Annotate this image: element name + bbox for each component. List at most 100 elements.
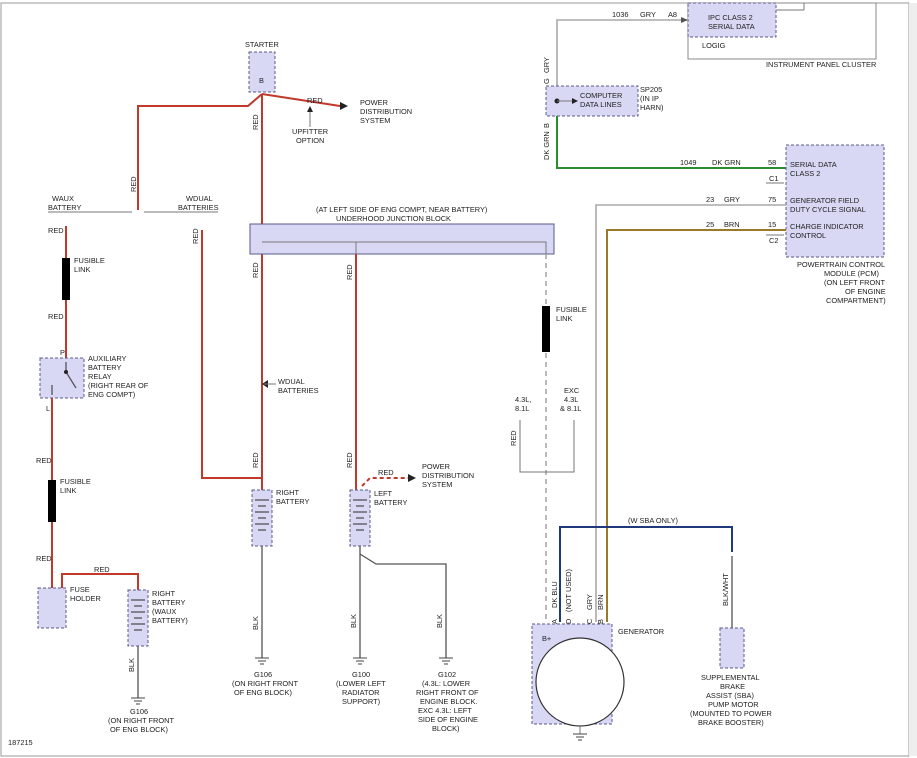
pcm-title-l1: POWERTRAIN CONTROL bbox=[797, 260, 885, 269]
underhood-junction-block: (AT LEFT SIDE OF ENG COMPT, NEAR BATTERY… bbox=[249, 205, 555, 255]
aux-gnd-l1: (ON RIGHT FRONT bbox=[108, 716, 174, 725]
ground-g106-rb-icon bbox=[255, 657, 269, 665]
gen-bplus: B+ bbox=[542, 634, 551, 643]
splice-wire-top: GRY bbox=[542, 57, 551, 73]
sba-l5: (MOUNTED TO POWER bbox=[690, 709, 772, 718]
aux-right-battery: RIGHT BATTERY (WAUX BATTERY) bbox=[127, 589, 188, 647]
aux-red-5: RED bbox=[94, 565, 110, 574]
wire-red-lb-pds bbox=[361, 477, 410, 487]
fusible-link-2 bbox=[48, 480, 56, 522]
generator-ground-icon bbox=[573, 733, 587, 741]
relay-l1: AUXILIARY bbox=[88, 354, 127, 363]
gen-option-bracket bbox=[519, 420, 575, 473]
lb-pds-l3: SYSTEM bbox=[422, 480, 452, 489]
aux-batt-l1: RIGHT bbox=[152, 589, 175, 598]
ipc-line2: SERIAL DATA bbox=[708, 22, 755, 31]
wire-red-label-b: RED bbox=[251, 114, 260, 130]
pcm-title-l5: COMPARTMENT) bbox=[826, 296, 886, 305]
splice-pin-b: B bbox=[542, 123, 551, 128]
pcm-charge-l1: CHARGE INDICATOR bbox=[790, 222, 864, 231]
splice-note-l2: HARN) bbox=[640, 103, 663, 112]
rb-gnd-id: G106 bbox=[254, 670, 272, 679]
splice-label-l1: COMPUTER bbox=[580, 91, 622, 100]
wdual-red: RED bbox=[191, 228, 200, 244]
gen-label: GENERATOR bbox=[618, 627, 664, 636]
pcm-module: 1049 DK GRN 58 C1 SERIAL DATA CLASS 2 23… bbox=[680, 144, 886, 305]
rb-label-l1: RIGHT bbox=[276, 488, 299, 497]
lb-pds-l2: DISTRIBUTION bbox=[422, 471, 474, 480]
right-battery: RIGHT BATTERY bbox=[251, 488, 309, 547]
starter-pin: B bbox=[259, 76, 264, 85]
junction-note: (AT LEFT SIDE OF ENG COMPT, NEAR BATTERY… bbox=[316, 205, 487, 214]
g100-l2: RADIATOR bbox=[342, 688, 380, 697]
starter-pds-l3: SYSTEM bbox=[360, 116, 390, 125]
sba-l6: BRAKE BOOSTER) bbox=[698, 718, 764, 727]
relay-l4: (RIGHT REAR OF bbox=[88, 381, 149, 390]
relay-l2: BATTERY bbox=[88, 363, 121, 372]
wdual-l2: BATTERIES bbox=[178, 203, 219, 212]
waux-l1: WAUX bbox=[52, 194, 74, 203]
fusible-1-l2: LINK bbox=[74, 265, 91, 274]
aux-gnd-id: G106 bbox=[130, 707, 148, 716]
g102-l4: EXC 4.3L: LEFT bbox=[418, 706, 472, 715]
wire-red-starter-left bbox=[137, 93, 263, 210]
lb-label-l1: LEFT bbox=[374, 489, 393, 498]
pcm-w2-color: GRY bbox=[724, 195, 740, 204]
scrollbar-strip[interactable] bbox=[909, 3, 917, 756]
pcm-w3-pin: 15 bbox=[768, 220, 776, 229]
ipc-wire-color: GRY bbox=[640, 10, 656, 19]
aux-batt-l4: BATTERY) bbox=[152, 616, 188, 625]
rb-red-2: RED bbox=[251, 452, 260, 468]
g100-id: G100 bbox=[352, 670, 370, 679]
rb-blk: BLK bbox=[251, 616, 260, 630]
gen-opt-b-l3: & 8.1L bbox=[560, 404, 581, 413]
sba-wire: BLK/WHT bbox=[721, 573, 730, 606]
fuse-holder: FUSE HOLDER bbox=[37, 585, 101, 629]
splice-note-l1: (IN IP bbox=[640, 94, 659, 103]
gen-pin-c: C bbox=[585, 618, 594, 624]
splice-id: SP205 bbox=[640, 85, 662, 94]
junction-title: UNDERHOOD JUNCTION BLOCK bbox=[336, 214, 451, 223]
rb-gnd-l2: OF ENG BLOCK) bbox=[234, 688, 292, 697]
pcm-w3-conn: C2 bbox=[769, 236, 778, 245]
left-battery: LEFT BATTERY bbox=[349, 489, 407, 547]
g102-l1: (4.3L: LOWER bbox=[422, 679, 470, 688]
sba-l4: PUMP MOTOR bbox=[708, 700, 759, 709]
gen-pin-b: B bbox=[596, 619, 605, 624]
g102-id: G102 bbox=[438, 670, 456, 679]
relay-l5: ENG COMPT) bbox=[88, 390, 135, 399]
lb-label-l2: BATTERY bbox=[374, 498, 407, 507]
starter-label: STARTER bbox=[245, 40, 279, 49]
ipc-logic: LOGIG bbox=[702, 41, 726, 50]
wire-red-label-a: RED bbox=[129, 176, 138, 192]
rb-wdual-l2: BATTERIES bbox=[278, 386, 319, 395]
starter-pds-l2: DISTRIBUTION bbox=[360, 107, 412, 116]
rb-wdual-l1: WDUAL bbox=[278, 377, 305, 386]
g102-l5: SIDE OF ENGINE bbox=[418, 715, 478, 724]
gen-wire-d: (NOT USED) bbox=[564, 569, 573, 612]
wire-gry-gen-field bbox=[595, 204, 786, 622]
lb-red-1: RED bbox=[345, 264, 354, 280]
fusible-2-l1: FUSIBLE bbox=[60, 477, 91, 486]
pcm-gen-field-l2: DUTY CYCLE SIGNAL bbox=[790, 205, 866, 214]
ground-g100-icon bbox=[353, 657, 367, 665]
wire-dk-blu-sba bbox=[559, 526, 733, 622]
gen-wire-c: GRY bbox=[585, 594, 594, 610]
rb-label-l2: BATTERY bbox=[276, 497, 309, 506]
pcm-w1-pin: 58 bbox=[768, 158, 776, 167]
starter-wire-red: RED bbox=[307, 96, 323, 105]
wire-blk-lb-g102 bbox=[359, 553, 447, 658]
splice-label-l2: DATA LINES bbox=[580, 100, 622, 109]
pcm-w3-color: BRN bbox=[724, 220, 740, 229]
gen-wire-a: DK BLU bbox=[550, 581, 559, 608]
gen-wire-b: BRN bbox=[596, 594, 605, 610]
wire-red-fuse-battery bbox=[61, 573, 139, 590]
lb-pds-red: RED bbox=[378, 468, 394, 477]
upfitter-l2: OPTION bbox=[296, 136, 324, 145]
ipc-pin: A8 bbox=[668, 10, 677, 19]
splice-sp205: COMPUTER DATA LINES SP205 (IN IP HARN) G… bbox=[542, 57, 663, 160]
lb-blk-1: BLK bbox=[349, 614, 358, 628]
starter-pds-l1: POWER bbox=[360, 98, 388, 107]
fusible-link-3 bbox=[542, 306, 550, 352]
pcm-charge-l2: CONTROL bbox=[790, 231, 826, 240]
